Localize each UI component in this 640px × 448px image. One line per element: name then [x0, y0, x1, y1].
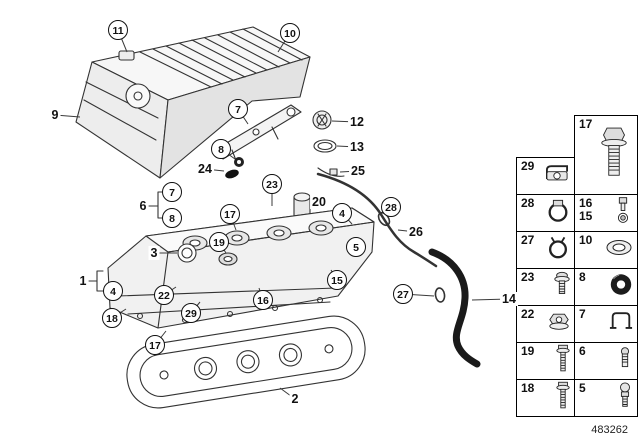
clamp-27-drawing: [434, 287, 446, 303]
callout-11[interactable]: 11: [108, 20, 128, 40]
vent-hose-thick-drawing: [428, 248, 481, 368]
parts-table-left-column: 29 28 27 23 22 19 18: [516, 157, 575, 417]
part-number: 7: [579, 307, 586, 321]
callout-28[interactable]: 28: [381, 197, 401, 217]
part-number: 10: [579, 233, 593, 247]
spring-clip-icon: [608, 310, 634, 339]
part-cell-23[interactable]: 23: [516, 268, 575, 306]
hose-clamp-icon: [545, 199, 571, 228]
part-number: 28: [521, 196, 535, 210]
bracket-line-1: [88, 270, 104, 292]
damper-24-drawing: [225, 169, 239, 179]
callout-19[interactable]: 19: [209, 232, 229, 252]
callout-22[interactable]: 22: [154, 285, 174, 305]
part-cell-28[interactable]: 28: [516, 194, 575, 232]
callout-27[interactable]: 27: [393, 284, 413, 304]
part-number: 18: [521, 381, 535, 395]
part-cell-6[interactable]: 6: [574, 342, 638, 380]
callout-1[interactable]: 1: [77, 274, 89, 288]
gasket-drawing: [126, 315, 366, 409]
seal-3-drawing: [177, 243, 197, 263]
part-cell-22[interactable]: 22: [516, 305, 575, 343]
callout-9[interactable]: 9: [49, 108, 61, 122]
callout-29[interactable]: 29: [181, 303, 201, 323]
part-number: 17: [579, 117, 593, 131]
washer-screw-icon: [553, 271, 571, 304]
engine-cover-drawing: [75, 26, 311, 179]
part-cell-8[interactable]: 8: [574, 268, 638, 306]
callout-8[interactable]: 8: [162, 208, 182, 228]
part-number: 6: [579, 344, 586, 358]
profile-seal-icon: [604, 236, 634, 265]
part-cell-29[interactable]: 29: [516, 157, 575, 195]
callout-17[interactable]: 17: [220, 204, 240, 224]
callout-8[interactable]: 8: [211, 139, 231, 159]
callout-15[interactable]: 15: [327, 270, 347, 290]
clip-nut-icon: [543, 163, 571, 190]
callout-16[interactable]: 16: [253, 290, 273, 310]
callout-7[interactable]: 7: [228, 99, 248, 119]
callout-7[interactable]: 7: [162, 182, 182, 202]
callout-20[interactable]: 20: [310, 195, 328, 209]
part-number: 22: [521, 307, 535, 321]
callout-13[interactable]: 13: [348, 140, 366, 154]
stud-pin-icon: [616, 346, 634, 377]
part-cell-27[interactable]: 27: [516, 231, 575, 269]
callout-24[interactable]: 24: [196, 162, 214, 176]
callout-26[interactable]: 26: [407, 225, 425, 239]
callout-4[interactable]: 4: [103, 281, 123, 301]
long-bolt-icon: [555, 381, 571, 416]
part-cell-17[interactable]: 17: [574, 115, 638, 195]
callout-10[interactable]: 10: [280, 23, 300, 43]
part-cell-19[interactable]: 19: [516, 342, 575, 380]
part-number: 19: [521, 344, 535, 358]
part-number: 23: [521, 270, 535, 284]
part-cell-18[interactable]: 18: [516, 379, 575, 417]
bracket-line-6: [148, 191, 164, 219]
cap-and-seal-drawing: [312, 110, 345, 177]
plug-and-seal-icon: [612, 196, 634, 231]
image-number: 483262: [591, 424, 628, 436]
part-cell-7[interactable]: 7: [574, 305, 638, 343]
flange-nut-icon: [547, 311, 571, 338]
long-bolt-icon: [555, 344, 571, 379]
callout-14[interactable]: 14: [500, 292, 518, 306]
callout-17[interactable]: 17: [145, 335, 165, 355]
callout-23[interactable]: 23: [262, 174, 282, 194]
callout-12[interactable]: 12: [348, 115, 366, 129]
callout-25[interactable]: 25: [349, 164, 367, 178]
part-number: 8: [579, 270, 586, 284]
ball-pin-icon: [616, 382, 634, 415]
flange-bolt-icon: [599, 125, 629, 186]
part-cell-5[interactable]: 5: [574, 379, 638, 417]
part-number: 29: [521, 159, 535, 173]
callout-2[interactable]: 2: [289, 392, 301, 406]
part-number: 27: [521, 233, 535, 247]
spring-clamp-icon: [545, 236, 571, 265]
callout-4[interactable]: 4: [332, 203, 352, 223]
callout-18[interactable]: 18: [102, 308, 122, 328]
callout-3[interactable]: 3: [148, 246, 160, 260]
grommet-icon: [608, 272, 634, 303]
part-number: 5: [579, 381, 586, 395]
callout-5[interactable]: 5: [346, 237, 366, 257]
clip-11-drawing: [118, 50, 135, 61]
valve-cover-drawing: [107, 207, 375, 329]
vent-hose-thin-drawing: [316, 172, 438, 268]
callout-6[interactable]: 6: [137, 199, 149, 213]
part-cell-10[interactable]: 10: [574, 231, 638, 269]
